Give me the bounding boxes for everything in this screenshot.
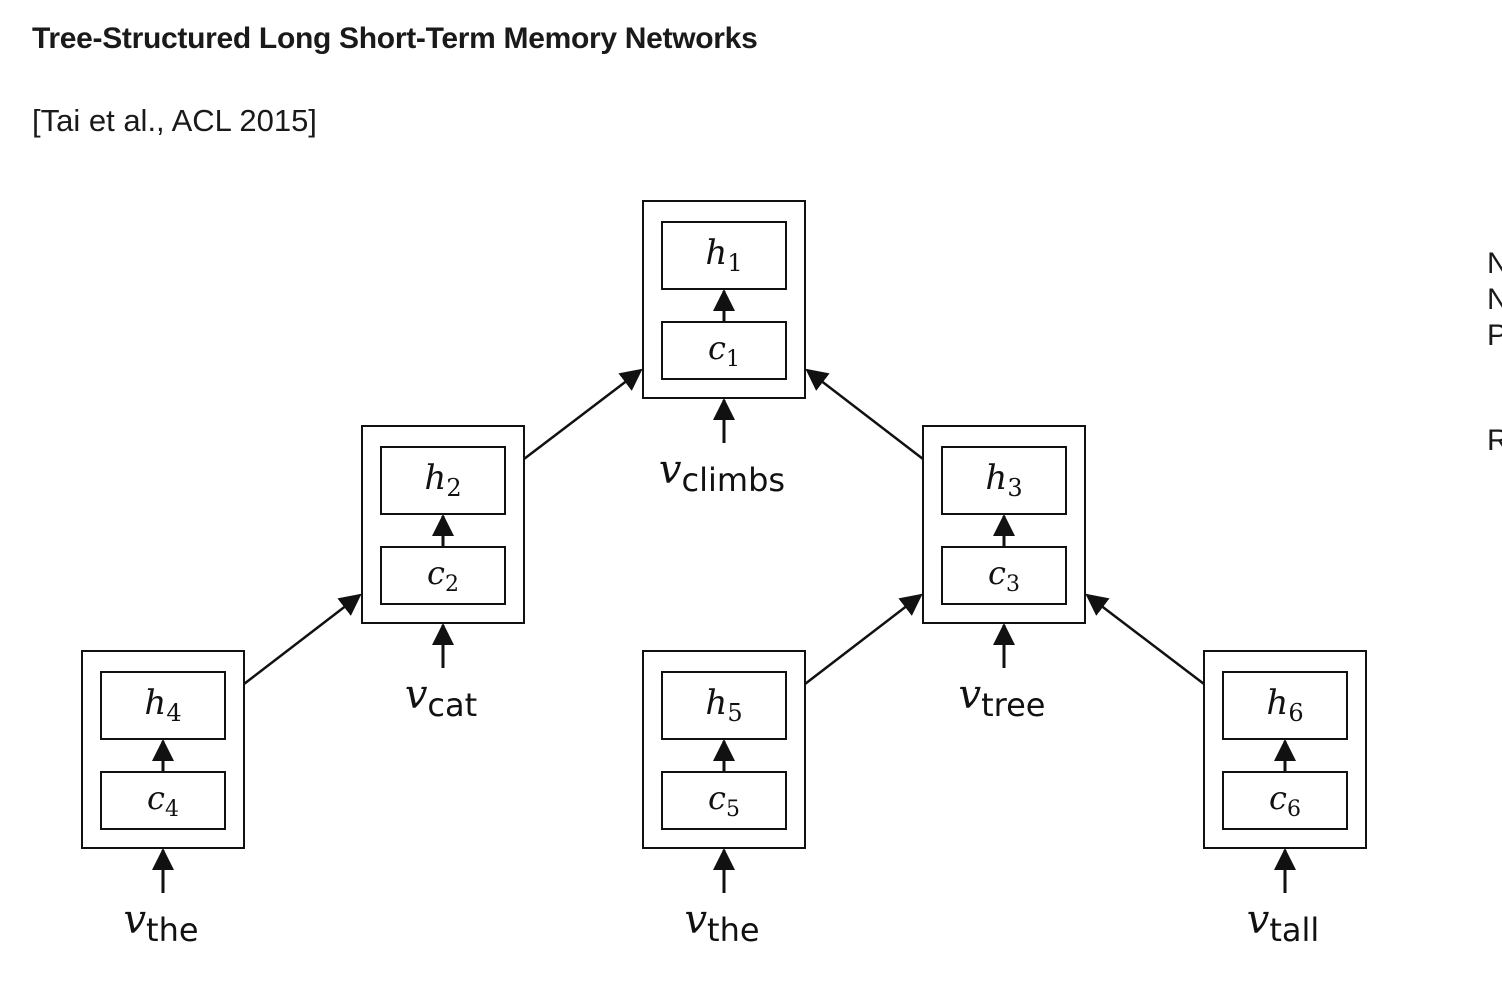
hidden-state-label: h4 — [144, 683, 181, 727]
lstm-unit-6: h6 c6 vtall — [1203, 650, 1367, 949]
input-word-label: vthe — [123, 897, 198, 949]
memory-cell-label: c3 — [988, 554, 1020, 597]
memory-cell-label: c1 — [708, 329, 740, 372]
lstm-unit-5: h5 c5 vthe — [642, 650, 806, 949]
lstm-unit-2: h2 c2 vcat — [361, 425, 525, 724]
cropped-side-text: P — [1487, 319, 1502, 352]
memory-cell-box — [661, 321, 787, 380]
hidden-state-label: h2 — [424, 458, 461, 502]
memory-cell-box — [1222, 771, 1348, 830]
cropped-side-text: N — [1487, 247, 1502, 280]
citation: [Tai et al., ACL 2015] — [32, 103, 317, 138]
hidden-state-box — [661, 221, 787, 290]
child-to-parent-edge — [805, 368, 924, 460]
hidden-state-box — [380, 446, 506, 515]
page-title: Tree-Structured Long Short-Term Memory N… — [32, 22, 758, 55]
hidden-state-label: h6 — [1266, 683, 1303, 727]
hidden-state-label: h3 — [985, 458, 1022, 502]
memory-cell-label: c6 — [1269, 779, 1301, 822]
input-word-label: vtree — [959, 672, 1046, 724]
memory-cell-box — [941, 546, 1067, 605]
lstm-unit-1: h1 c1 vclimbs — [642, 200, 806, 499]
input-word-label: vclimbs — [659, 447, 785, 499]
hidden-state-box — [100, 671, 226, 740]
hidden-state-box — [1222, 671, 1348, 740]
child-to-parent-edge — [523, 368, 643, 460]
cropped-side-text: N — [1487, 283, 1502, 316]
hidden-state-box — [941, 446, 1067, 515]
input-word-label: vcat — [405, 672, 477, 724]
memory-cell-box — [100, 771, 226, 830]
memory-cell-label: c2 — [427, 554, 459, 597]
child-to-parent-edge — [243, 593, 362, 685]
cropped-side-text: R — [1487, 424, 1502, 457]
input-word-label: vthe — [684, 897, 759, 949]
memory-cell-label: c4 — [147, 779, 179, 822]
hidden-state-label: h1 — [705, 233, 742, 277]
hidden-state-box — [661, 671, 787, 740]
input-word-label: vtall — [1247, 897, 1320, 949]
lstm-unit-4: h4 c4 vthe — [81, 650, 245, 949]
memory-cell-label: c5 — [708, 779, 740, 822]
child-to-parent-edge — [1085, 593, 1205, 685]
child-to-parent-edge — [804, 593, 923, 685]
hidden-state-label: h5 — [705, 683, 742, 727]
lstm-unit-3: h3 c3 vtree — [922, 425, 1086, 724]
